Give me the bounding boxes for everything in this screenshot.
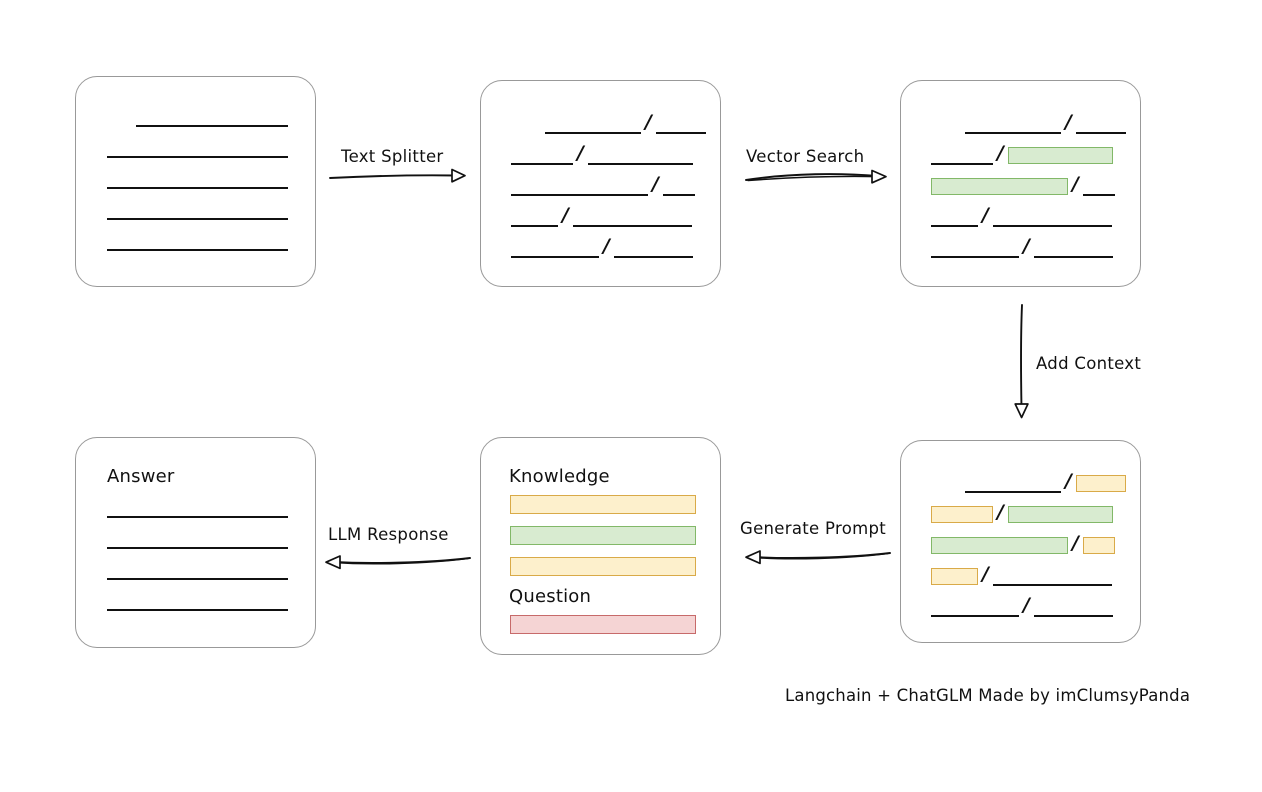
separator-slash: / [1023,594,1030,616]
text-segment [931,145,993,165]
node-split-document[interactable]: / / / / / [480,80,721,287]
text-segment [572,207,692,227]
separator-slash: / [603,235,610,257]
knowledge-label: Knowledge [509,466,610,487]
highlight-bar-yellow [1082,537,1115,554]
document-row: / [511,111,706,134]
edge-label-generate-prompt: Generate Prompt [740,519,886,538]
document-row: / [931,594,1113,617]
separator-slash: / [997,142,1004,164]
node-context-document[interactable]: / / / / / [900,440,1141,643]
edge-label-add-context: Add Context [1036,354,1142,373]
separator-slash: / [1023,235,1030,257]
document-line [107,156,288,158]
knowledge-bar-yellow [510,495,696,514]
highlight-bar-green [1007,506,1113,523]
separator-slash: / [982,204,989,226]
document-row: / [511,142,693,165]
text-segment [655,114,706,134]
text-segment [965,114,1061,134]
text-segment [931,207,978,227]
document-line [107,218,288,220]
document-row: / [511,173,695,196]
question-bar-red [510,615,696,634]
document-row: / [931,501,1113,524]
highlight-bar-green [1007,147,1113,164]
document-row: / [931,204,1112,227]
text-segment [1033,238,1113,258]
text-segment [992,207,1112,227]
text-segment [965,473,1061,493]
text-segment [1082,176,1115,196]
text-segment [511,145,573,165]
arrow-add-context [1014,304,1029,419]
text-segment [931,238,1019,258]
diagram-caption: Langchain + ChatGLM Made by imClumsyPand… [785,686,1191,705]
text-segment [992,566,1112,586]
arrow-llm-response [325,555,471,570]
text-segment [511,238,599,258]
text-segment [1075,114,1126,134]
separator-slash: / [577,142,584,164]
arrow-generate-prompt [745,550,891,565]
answer-line [107,578,288,580]
separator-slash: / [997,501,1004,523]
document-row: / [931,173,1115,196]
highlight-bar-green [931,537,1068,554]
document-row: / [931,532,1115,555]
arrow-vector-search [745,169,887,184]
text-segment [587,145,693,165]
separator-slash: / [652,173,659,195]
document-row: / [931,111,1126,134]
separator-slash: / [1072,173,1079,195]
edge-label-text-splitter: Text Splitter [341,147,444,166]
text-segment [613,238,693,258]
separator-slash: / [1065,111,1072,133]
separator-slash: / [982,563,989,585]
answer-label: Answer [107,466,175,487]
text-segment [662,176,695,196]
text-segment [511,176,648,196]
knowledge-bar-green [510,526,696,545]
document-row: / [931,470,1126,493]
separator-slash: / [1072,532,1079,554]
node-prompt[interactable]: Knowledge Question [480,437,721,655]
node-answer[interactable]: Answer [75,437,316,648]
highlight-bar-yellow [1075,475,1126,492]
answer-line [107,547,288,549]
knowledge-bar-yellow [510,557,696,576]
text-segment [545,114,641,134]
text-segment [1033,597,1113,617]
document-row: / [511,235,693,258]
document-row: / [931,235,1113,258]
arrow-text-splitter [329,168,466,183]
document-line [136,125,288,127]
highlight-bar-green [931,178,1068,195]
separator-slash: / [562,204,569,226]
highlight-bar-yellow [931,568,978,585]
separator-slash: / [1065,470,1072,492]
answer-line [107,516,288,518]
edge-label-vector-search: Vector Search [746,147,865,166]
node-source-document[interactable] [75,76,316,287]
document-line [107,187,288,189]
question-label: Question [509,586,592,607]
answer-line [107,609,288,611]
document-row: / [931,563,1112,586]
text-segment [511,207,558,227]
separator-slash: / [645,111,652,133]
text-segment [931,597,1019,617]
node-matched-document[interactable]: / / / / / [900,80,1141,287]
document-row: / [931,142,1113,165]
document-row: / [511,204,692,227]
highlight-bar-yellow [931,506,993,523]
edge-label-llm-response: LLM Response [328,525,449,544]
document-line [107,249,288,251]
